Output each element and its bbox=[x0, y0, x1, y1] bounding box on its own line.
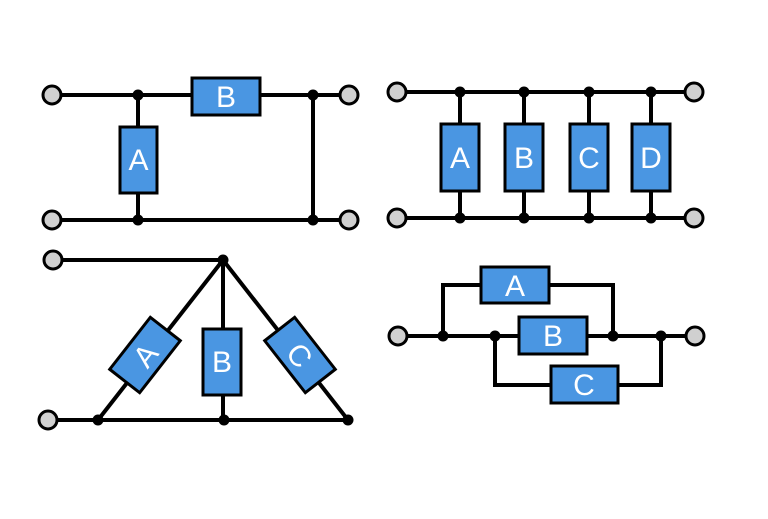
terminal bbox=[683, 207, 705, 229]
junction-dot bbox=[307, 89, 319, 101]
component-label: B bbox=[514, 142, 534, 175]
terminal bbox=[42, 249, 64, 271]
junction-dot bbox=[132, 214, 144, 226]
junction-dot bbox=[645, 212, 657, 224]
terminal bbox=[41, 84, 63, 106]
junction-dot bbox=[454, 86, 466, 98]
junction-dot bbox=[655, 330, 667, 342]
circuit-delta-network: A B C bbox=[37, 249, 354, 431]
component-label: A bbox=[450, 142, 470, 175]
component-box-b bbox=[190, 76, 262, 117]
component-label: D bbox=[640, 142, 662, 175]
junction-dot bbox=[342, 414, 354, 426]
component-box-a bbox=[118, 125, 159, 195]
component-label: B bbox=[543, 320, 563, 353]
junction-dot bbox=[518, 212, 530, 224]
terminal bbox=[37, 409, 59, 431]
terminal bbox=[387, 325, 409, 347]
junction-dot bbox=[645, 86, 657, 98]
component-box-c bbox=[568, 122, 610, 193]
junction-dot bbox=[307, 214, 319, 226]
component-group-c: C bbox=[262, 315, 338, 395]
terminal bbox=[338, 209, 360, 231]
component-box-b bbox=[517, 315, 589, 356]
terminal bbox=[386, 81, 408, 103]
component-label: C bbox=[573, 369, 595, 402]
component-box-d bbox=[630, 122, 672, 193]
component-box-a bbox=[439, 122, 481, 193]
component-box-a bbox=[479, 265, 551, 305]
component-box-c bbox=[549, 364, 620, 405]
component-label: A bbox=[505, 270, 525, 303]
component-box-b bbox=[503, 122, 545, 193]
junction-dot bbox=[92, 414, 104, 426]
terminal bbox=[683, 81, 705, 103]
component-box-a bbox=[107, 315, 183, 395]
junction-dot bbox=[583, 212, 595, 224]
component-label: B bbox=[212, 346, 232, 379]
circuit-parallel-four: A B C D bbox=[386, 81, 705, 229]
component-label: B bbox=[216, 81, 236, 114]
component-group-a: A bbox=[107, 315, 183, 395]
junction-dot bbox=[437, 330, 449, 342]
component-label: A bbox=[128, 144, 148, 177]
terminal bbox=[684, 325, 706, 347]
circuit-series-parallel: A B bbox=[41, 76, 360, 231]
junction-dot bbox=[607, 330, 619, 342]
junction-dot bbox=[454, 212, 466, 224]
junction-dot bbox=[217, 254, 229, 266]
junction-dot bbox=[489, 330, 501, 342]
junction-dot bbox=[218, 414, 230, 426]
junction-dot bbox=[518, 86, 530, 98]
junction-dot bbox=[132, 89, 144, 101]
junction-dot bbox=[583, 86, 595, 98]
circuit-staggered-parallel: A B C bbox=[387, 265, 706, 405]
terminal bbox=[338, 84, 360, 106]
terminal bbox=[41, 209, 63, 231]
component-box-b bbox=[201, 327, 243, 397]
terminal bbox=[386, 207, 408, 229]
component-box-c bbox=[262, 315, 338, 395]
component-label: C bbox=[578, 142, 600, 175]
